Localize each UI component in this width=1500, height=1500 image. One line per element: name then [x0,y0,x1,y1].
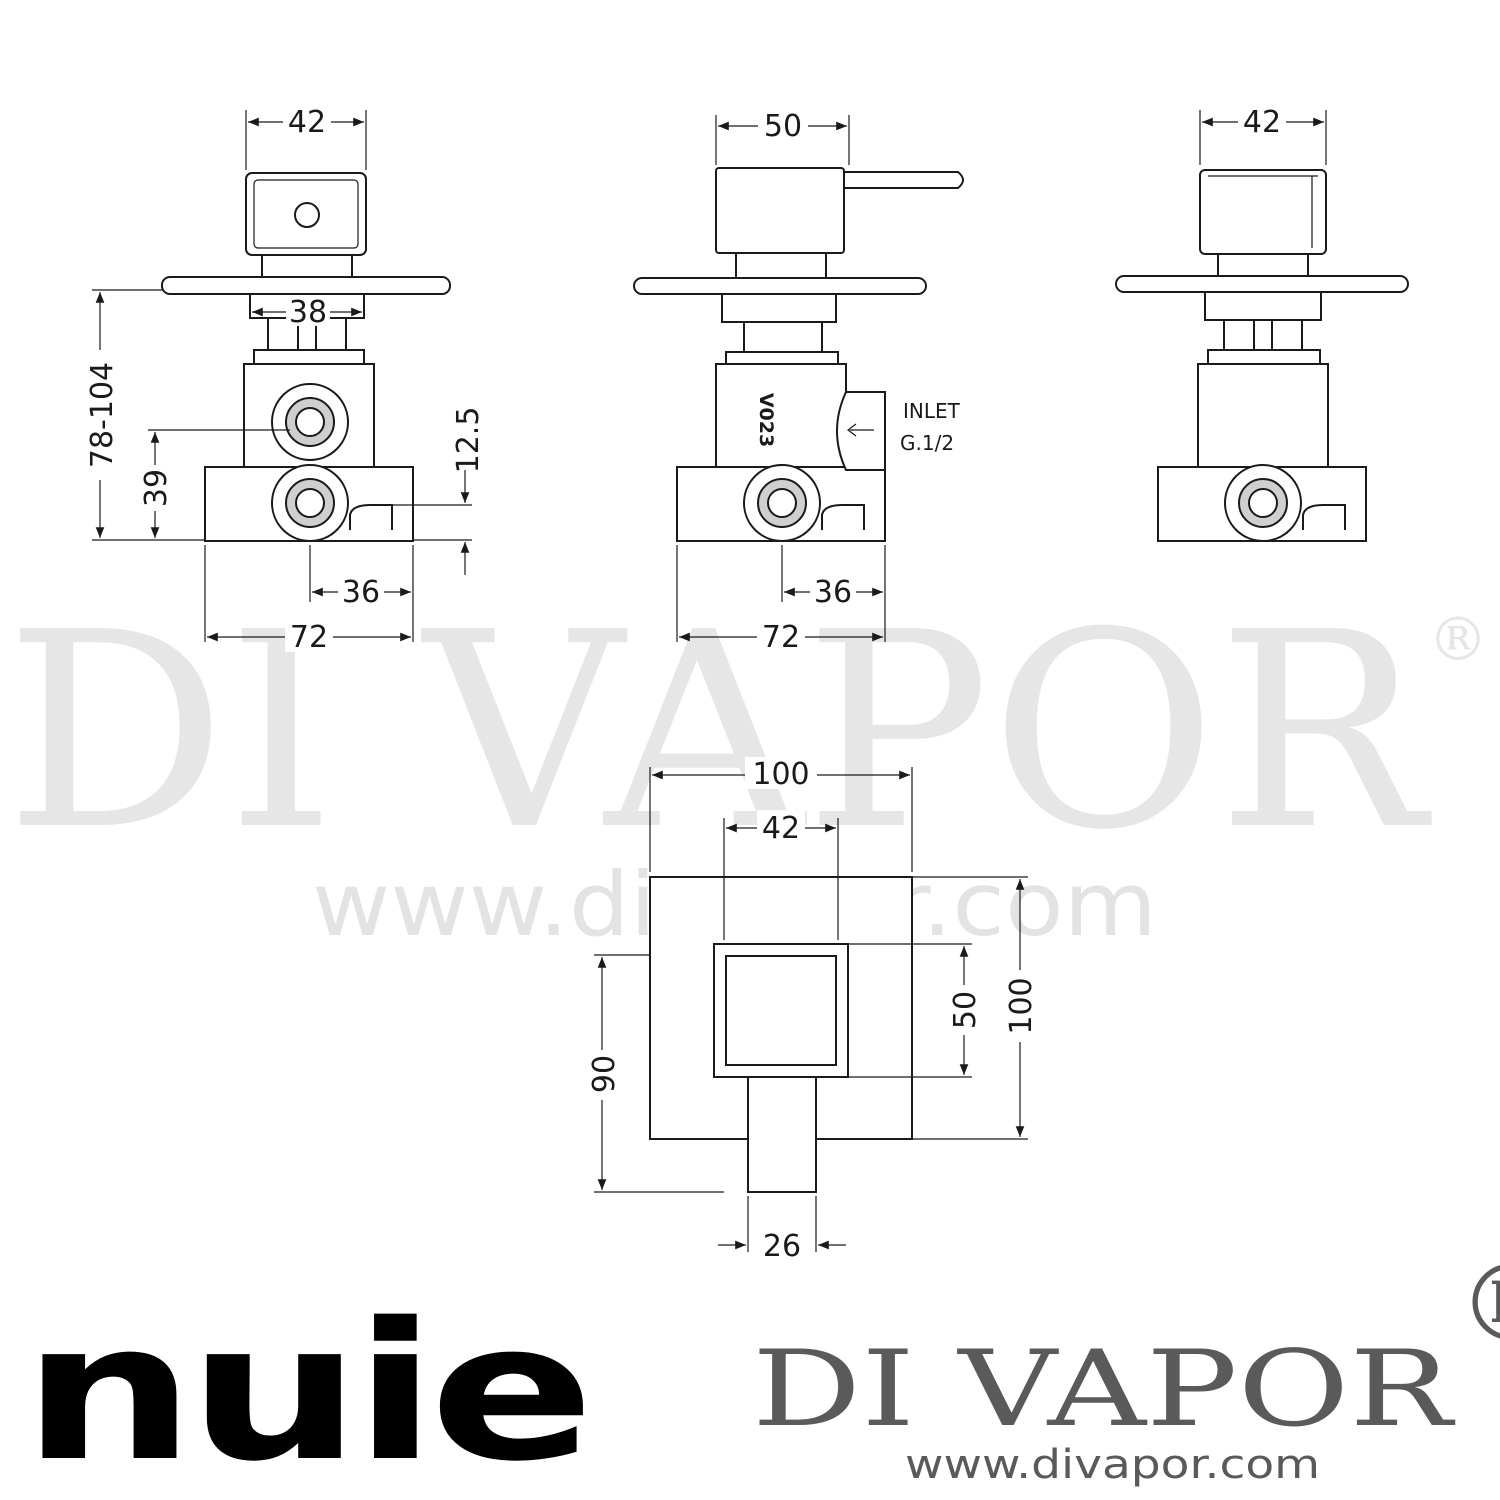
front-lever [747,1067,817,1193]
middle-side-view: V023 INLET G.1/2 50 36 72 [633,109,964,655]
front-dim-handle-height: 50 [948,991,983,1029]
middle-body-stamp: V023 [755,393,777,447]
middle-inlet-lower-core [767,488,797,518]
left-dim-inlet-height: 39 [139,469,174,507]
middle-handle [715,167,845,254]
watermark-registered: ® [1428,605,1488,675]
front-dim-lever-width: 26 [763,1229,801,1264]
front-handle-inner [725,955,837,1066]
left-dim-top-width: 42 [288,105,326,140]
right-outlet-lug [1302,504,1346,530]
left-plate [161,276,451,295]
left-side-view: 42 38 78-104 39 12.5 36 72 [84,104,486,655]
left-handle [245,172,367,256]
right-inlet-lower-core [1248,488,1278,518]
middle-plate [633,277,927,295]
middle-dim-half-width: 36 [814,575,852,610]
right-collar [1207,349,1321,365]
left-inlet-lower-core [295,488,325,518]
middle-inlet-size: G.1/2 [900,431,954,455]
right-plate [1115,275,1409,293]
right-stem [1217,253,1309,277]
front-dim-overall-height: 90 [587,1055,622,1093]
front-dim-plate-height: 100 [1004,977,1039,1034]
middle-inlet-boss [836,391,886,471]
left-inlet-upper-core [295,407,325,437]
right-side-view: 42 [1115,104,1409,542]
left-handle-hole [294,202,320,228]
middle-lower-stem [721,293,837,323]
front-dim-plate-width: 100 [752,757,809,792]
middle-neck [743,321,823,353]
front-dim-handle-width: 42 [762,811,800,846]
divapor-logo: DI VAPOR [752,1328,1456,1450]
middle-stem [735,252,827,279]
left-dim-offset: 12.5 [451,407,486,474]
left-dim-half-width: 36 [342,575,380,610]
watermark-text: DI VAPOR [5,574,1433,889]
right-dim-top-width: 42 [1243,105,1281,140]
left-dim-flange-inner: 38 [289,295,327,330]
divapor-registered: ® [1458,1243,1500,1365]
left-handle-inner [253,179,359,249]
middle-inlet-label: INLET [903,399,961,423]
middle-outlet-lug [821,504,865,530]
middle-dim-top-width: 50 [764,109,802,144]
right-spindle-2 [1271,319,1303,351]
right-lower-stem [1204,291,1322,321]
left-stem [261,254,353,278]
left-dim-body-width: 72 [290,620,328,655]
middle-dim-body-width: 72 [762,620,800,655]
divapor-url: www.divapor.com [905,1442,1320,1488]
middle-collar [725,351,839,365]
left-collar [253,349,365,365]
left-dim-height-range: 78-104 [85,362,120,468]
branding: nuie DI VAPOR ® www.divapor.com [22,1243,1500,1500]
right-spindle-1 [1223,319,1255,351]
middle-lever [837,171,964,189]
right-handle [1199,169,1327,255]
front-view: 100 42 50 100 90 26 [585,757,1039,1264]
left-outlet-lug [349,504,393,530]
nuie-logo: nuie [22,1282,587,1500]
